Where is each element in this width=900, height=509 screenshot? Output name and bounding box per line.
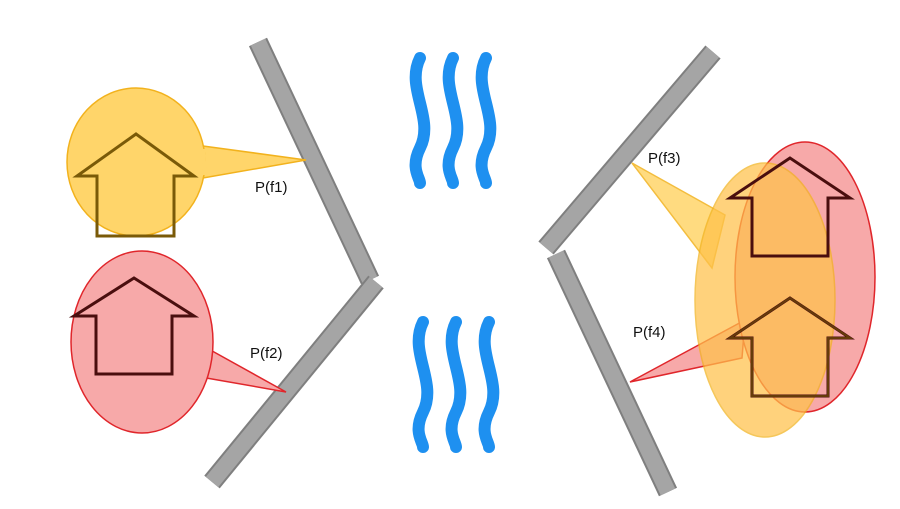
wave-icon-top — [409, 52, 497, 189]
wave-icon-bottom — [412, 316, 500, 453]
house-icon — [72, 132, 199, 238]
label-p-f3: P(f3) — [648, 150, 681, 167]
label-p-f2: P(f2) — [250, 345, 283, 362]
right-houses — [725, 156, 855, 398]
wave-icon — [409, 52, 431, 189]
wave-icon — [445, 316, 467, 453]
wave-icon — [478, 316, 500, 453]
bubble-f1 — [66, 87, 307, 238]
right-reflector — [538, 45, 721, 497]
wave-icon — [412, 316, 434, 453]
bubble-f2 — [68, 250, 287, 434]
label-p-f1: P(f1) — [255, 179, 288, 196]
left-reflector — [204, 37, 384, 489]
wave-icon — [442, 52, 464, 189]
label-p-f4: P(f4) — [633, 324, 666, 341]
house-icon — [68, 276, 200, 376]
bubble-f3 — [631, 162, 836, 438]
house-icon — [725, 156, 855, 258]
wave-icon — [475, 52, 497, 189]
